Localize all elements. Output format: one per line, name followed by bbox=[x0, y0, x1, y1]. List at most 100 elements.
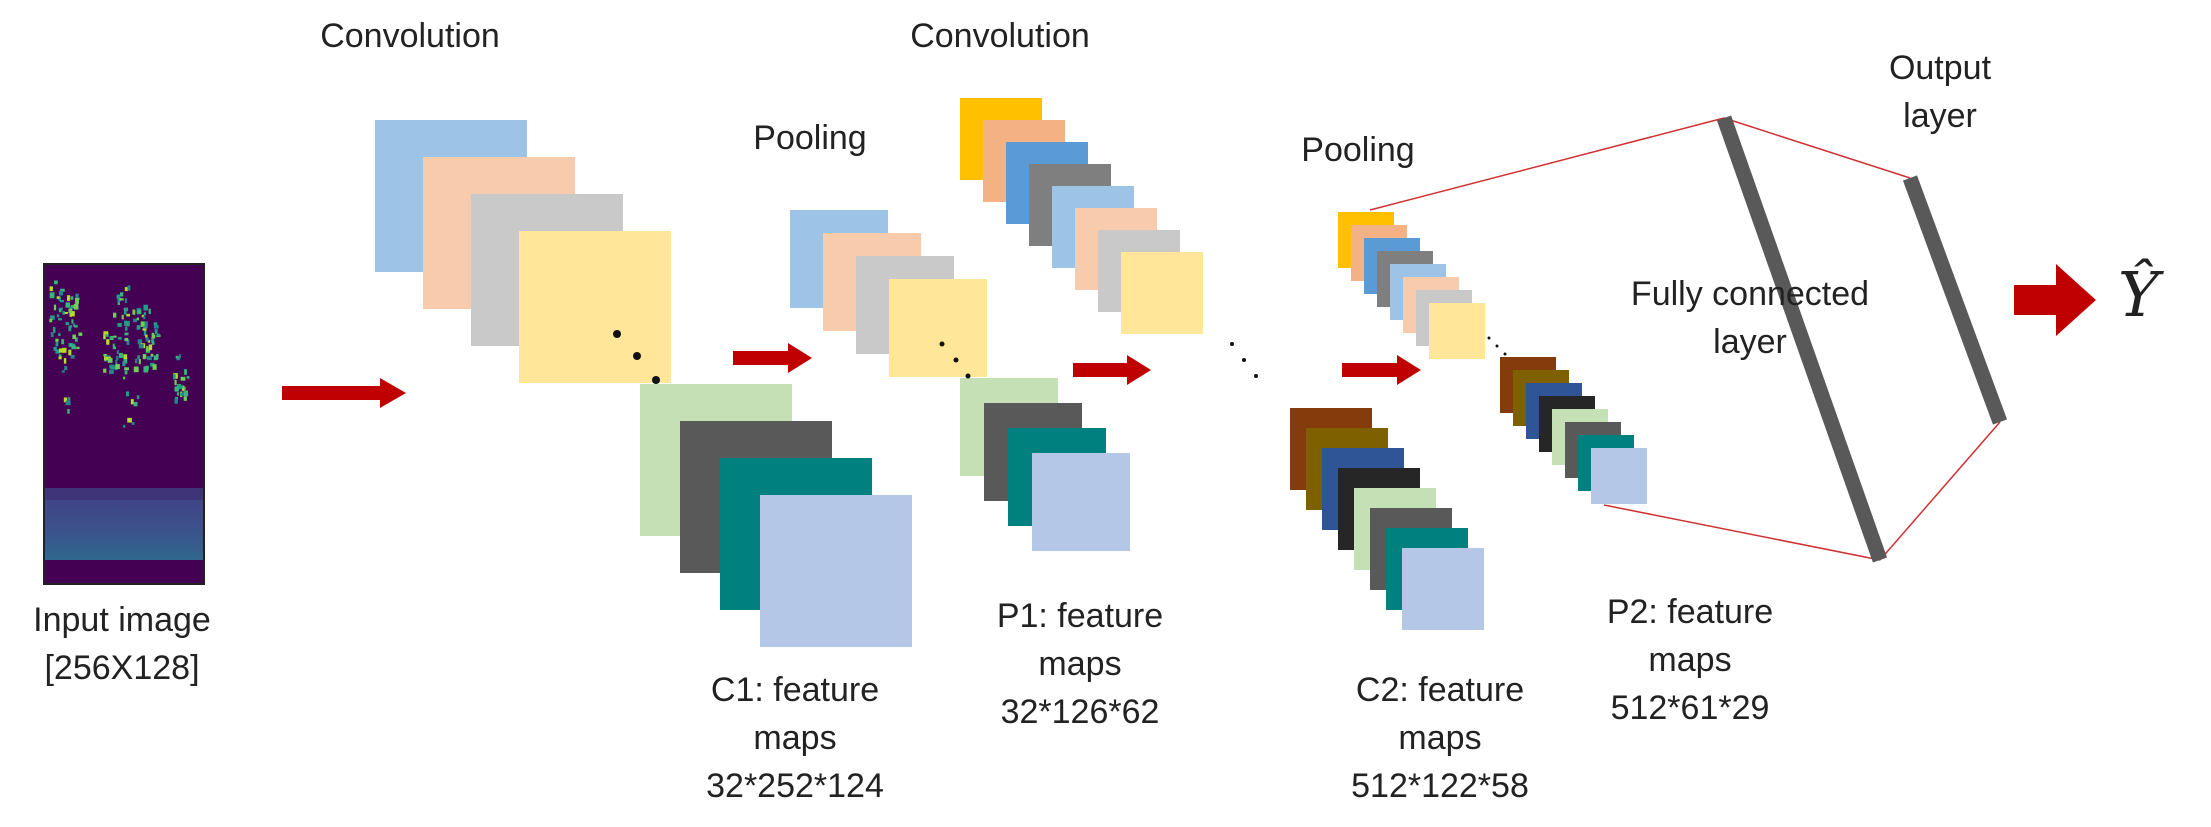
spectrogram-streak bbox=[76, 346, 80, 350]
spectrogram-streak bbox=[124, 367, 129, 371]
spectrogram-streak bbox=[136, 325, 141, 330]
convolution-2-input-stack bbox=[960, 98, 1203, 334]
spectrogram-streak bbox=[74, 325, 78, 328]
spectrogram-streak bbox=[186, 376, 190, 379]
spectrogram-streak bbox=[116, 294, 121, 299]
spectrogram-streak bbox=[55, 349, 61, 354]
spectrogram-streak bbox=[124, 287, 128, 292]
dot-6 bbox=[965, 373, 971, 379]
spectrogram-streak bbox=[141, 314, 144, 318]
spectrogram-streak bbox=[137, 339, 143, 345]
spectrogram-streak bbox=[175, 355, 179, 359]
spectrogram-streak bbox=[50, 332, 54, 338]
spectrogram-streak bbox=[131, 421, 135, 425]
c2-map-8 bbox=[1402, 548, 1484, 630]
spectrogram-streak bbox=[183, 387, 187, 390]
fully-connected-label: Fully connected layer bbox=[1600, 270, 1900, 366]
p2-dimensions: 512*61*29 bbox=[1610, 689, 1770, 727]
spectrogram-streak bbox=[143, 326, 148, 329]
p1-label: P1: feature maps 32*126*62 bbox=[950, 592, 1210, 736]
spectrogram-streak bbox=[56, 314, 60, 318]
dot-10 bbox=[1487, 336, 1491, 340]
spectrogram-streak bbox=[49, 292, 55, 299]
spectrogram-streak bbox=[112, 343, 115, 350]
spectrogram-streak bbox=[143, 330, 147, 336]
spectrogram-streak bbox=[136, 317, 140, 321]
spectrogram-streak bbox=[58, 356, 62, 360]
conv1-input-map-4 bbox=[519, 231, 671, 383]
spectrogram-streak bbox=[68, 349, 72, 356]
spectrogram-streak bbox=[49, 318, 53, 323]
spectrogram-streak bbox=[116, 355, 119, 361]
spectrogram-streak bbox=[151, 334, 156, 339]
spectrogram-streak bbox=[116, 350, 119, 355]
dot-12 bbox=[1503, 352, 1507, 356]
spectrogram-streak bbox=[70, 354, 75, 359]
p1-dimensions: 32*126*62 bbox=[1000, 693, 1160, 731]
spectrogram-streak bbox=[62, 311, 65, 315]
flow-arrows bbox=[282, 264, 2096, 408]
spectrogram-streak bbox=[119, 352, 124, 358]
spectrogram-streak bbox=[183, 396, 187, 401]
spectrogram-streak bbox=[74, 337, 78, 342]
p2-feature-maps-stack bbox=[1500, 357, 1647, 504]
spectrogram-streak bbox=[58, 318, 62, 321]
spectrogram-streak bbox=[53, 346, 57, 351]
spectrogram-streak bbox=[174, 398, 178, 404]
spectrogram-streak bbox=[49, 286, 53, 292]
c1-title: C1: feature bbox=[710, 671, 880, 709]
spectrogram-streak bbox=[68, 325, 72, 332]
c1-dimensions: 32*252*124 bbox=[706, 767, 884, 805]
output-layer-title: Output bbox=[1888, 49, 1992, 87]
spectrogram-streak bbox=[58, 354, 62, 359]
spectrogram-streak bbox=[143, 312, 147, 316]
spectrogram-streak bbox=[124, 307, 129, 311]
spectrogram-streak bbox=[55, 341, 59, 347]
spectrogram-streak bbox=[174, 379, 177, 386]
pooling-2-label: Pooling bbox=[1301, 131, 1415, 169]
spectrogram-streak bbox=[136, 395, 140, 400]
continuation-dots bbox=[613, 330, 1507, 384]
spectrogram-streak bbox=[78, 332, 83, 336]
spectrogram-streak bbox=[64, 311, 68, 315]
spectrogram-streak bbox=[123, 376, 126, 380]
spectrogram-streak bbox=[67, 408, 70, 414]
spectrogram-streak bbox=[75, 293, 79, 298]
fully-connected-bar bbox=[1716, 115, 1888, 563]
spectrogram-streak bbox=[176, 383, 182, 390]
flow-arrow-5 bbox=[2014, 264, 2096, 336]
input-image-size: [256X128] bbox=[44, 649, 200, 687]
spectrogram-streak bbox=[72, 334, 76, 340]
p1-subtitle: maps bbox=[1038, 645, 1122, 683]
c2-dimensions: 512*122*58 bbox=[1351, 767, 1529, 805]
spectrogram-streak bbox=[58, 290, 63, 296]
spectrogram-streak bbox=[58, 309, 62, 313]
spectrogram-streak bbox=[147, 339, 151, 343]
pool1-input-map-4 bbox=[889, 279, 987, 377]
output-layer-bar bbox=[1902, 175, 2008, 425]
spectrogram-streak bbox=[135, 358, 138, 364]
spectrogram-streak bbox=[145, 334, 148, 338]
c2-label: C2: feature maps 512*122*58 bbox=[1300, 666, 1580, 810]
p2-label: P2: feature maps 512*61*29 bbox=[1560, 588, 1820, 732]
spectrogram-streak bbox=[173, 374, 176, 380]
spectrogram-streak bbox=[103, 331, 109, 335]
spectrogram-streak bbox=[150, 353, 154, 357]
spectrogram-streak bbox=[56, 296, 60, 299]
flow-arrow-2 bbox=[733, 343, 812, 373]
spectrogram-streak bbox=[123, 424, 126, 428]
pooling-1-label: Pooling bbox=[753, 119, 867, 157]
spectrogram-streak bbox=[60, 288, 65, 292]
spectrogram-streak bbox=[107, 357, 113, 363]
flow-arrow-4 bbox=[1342, 355, 1421, 385]
spectrogram-streak bbox=[125, 391, 129, 397]
c1-subtitle: maps bbox=[753, 719, 837, 757]
spectrogram-streak bbox=[133, 318, 138, 323]
spectrogram-streak bbox=[52, 327, 56, 333]
spectrogram-streak bbox=[130, 399, 134, 405]
spectrogram-streak bbox=[61, 370, 65, 373]
spectrogram-streak bbox=[125, 326, 128, 331]
spectrogram-streak bbox=[70, 296, 74, 300]
spectrogram-streak bbox=[180, 376, 186, 381]
pooling-2-input-stack bbox=[1338, 212, 1485, 359]
